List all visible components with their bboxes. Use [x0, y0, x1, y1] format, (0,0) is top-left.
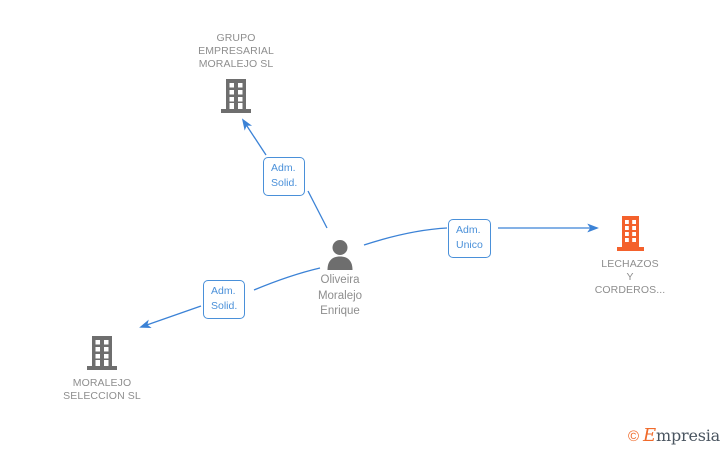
node-grupo-empresarial-moralejo[interactable]: GRUPO EMPRESARIAL MORALEJO SL: [156, 30, 316, 115]
node-label-grupo-empresarial-moralejo: GRUPO EMPRESARIAL MORALEJO SL: [198, 32, 274, 70]
copyright-icon: ©: [627, 427, 640, 445]
building-icon: [156, 71, 316, 115]
node-label-oliveira-moralejo-enrique: Oliveira Moralejo Enrique: [317, 274, 363, 317]
node-lechazos-y-corderos[interactable]: LECHAZOS Y CORDEROS...: [565, 215, 695, 297]
person-icon: [280, 238, 400, 272]
building-icon: [37, 334, 167, 372]
node-label-lechazos-y-corderos: LECHAZOS Y CORDEROS...: [594, 258, 666, 296]
brand-wordmark: Empresia: [643, 425, 720, 446]
edge-segment-lechazos-left: [363, 227, 448, 246]
edge-segment-grupo-upper: [241, 118, 267, 156]
node-oliveira-moralejo-enrique[interactable]: Oliveira Moralejo Enrique: [280, 238, 400, 320]
edge-label-adm-unico-lechazos[interactable]: Adm. Unico: [448, 219, 491, 258]
edge-segment-seleccion-left: [139, 305, 202, 328]
edge-label-adm-solid-grupo[interactable]: Adm. Solid.: [263, 157, 306, 196]
edge-segment-seleccion-right: [253, 267, 321, 291]
edge-label-adm-solid-moralejo-seleccion[interactable]: Adm. Solid.: [203, 280, 246, 319]
building-icon: [565, 215, 695, 253]
brand-initial: E: [643, 425, 656, 446]
empresia-watermark: © Empresia: [627, 425, 720, 446]
node-label-moralejo-seleccion-sl: MORALEJO SELECCION SL: [63, 377, 141, 402]
edge-segment-grupo-lower: [307, 190, 328, 229]
brand-rest: mpresia: [656, 426, 720, 445]
node-moralejo-seleccion-sl[interactable]: MORALEJO SELECCION SL: [37, 334, 167, 403]
